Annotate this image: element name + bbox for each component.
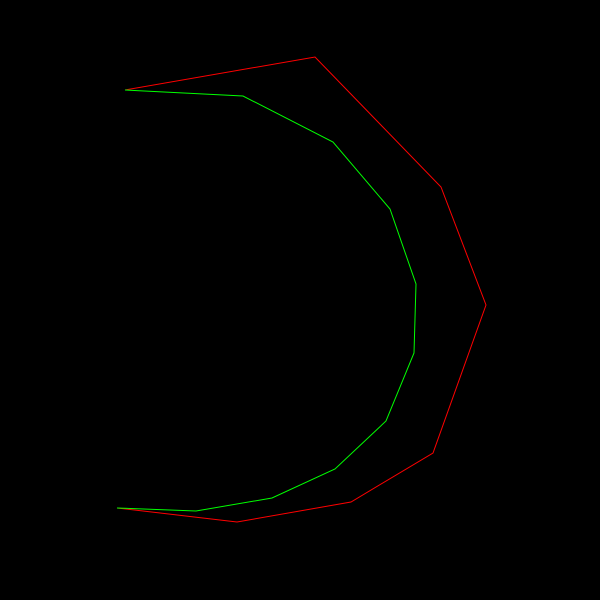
outer-curve-line bbox=[116, 56, 487, 523]
inner-curve-line bbox=[116, 89, 417, 512]
shapes-layer bbox=[116, 56, 487, 523]
